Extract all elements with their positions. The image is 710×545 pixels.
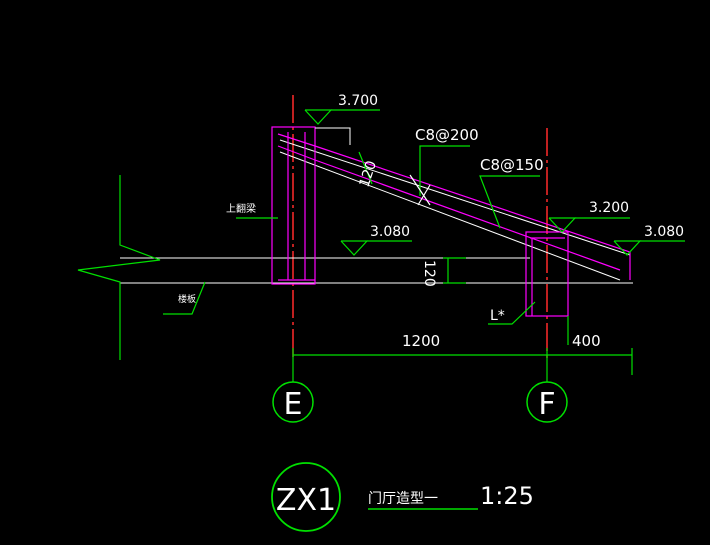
- scale-label: 1:25: [480, 482, 534, 510]
- elevation-marker-middle: [340, 240, 412, 256]
- elevation-marker-right-end: [613, 240, 685, 256]
- left-column: [271, 126, 316, 285]
- slab-thickness-label-2: 120: [421, 260, 437, 287]
- elevation-marker-top: [304, 109, 380, 125]
- reinforcement-label: L*: [490, 308, 505, 324]
- title-label: 门厅造型一: [368, 491, 438, 507]
- stirrup-mark: [409, 174, 431, 206]
- column-width-label: 400: [572, 332, 601, 350]
- rebar-label-1: C8@200: [415, 126, 479, 144]
- span-dimension-label: 1200: [402, 332, 440, 350]
- top-marker: [315, 127, 351, 145]
- elevation-top-label: 3.700: [338, 93, 378, 109]
- elevation-right-end-label: 3.080: [644, 224, 684, 240]
- inclined-rebar: [277, 132, 631, 316]
- elevation-middle-label: 3.080: [370, 224, 410, 240]
- elevation-marker-right-top: [548, 217, 630, 233]
- right-column: [525, 231, 569, 317]
- title-block: [271, 462, 478, 532]
- floor-slab: [120, 257, 633, 284]
- axis-e-label: E: [284, 387, 303, 422]
- upper-beam-label: 上翻梁: [226, 202, 256, 215]
- axis-bubble-e: [272, 362, 314, 423]
- left-beam-label: 楼板: [178, 293, 196, 305]
- axis-f-label: F: [538, 387, 555, 422]
- span-dimension: [292, 348, 633, 375]
- rebar-leaders: [163, 145, 569, 345]
- break-line: [77, 175, 161, 360]
- elevation-right-top-label: 3.200: [589, 200, 629, 216]
- slab-thickness-dim: [443, 257, 466, 284]
- axis-bubble-f: [526, 362, 568, 423]
- detail-id-label: ZX1: [276, 483, 336, 518]
- sloped-slab: [279, 139, 631, 281]
- rebar-label-2: C8@150: [480, 156, 544, 174]
- slab-thickness-label-1: 120: [357, 159, 380, 189]
